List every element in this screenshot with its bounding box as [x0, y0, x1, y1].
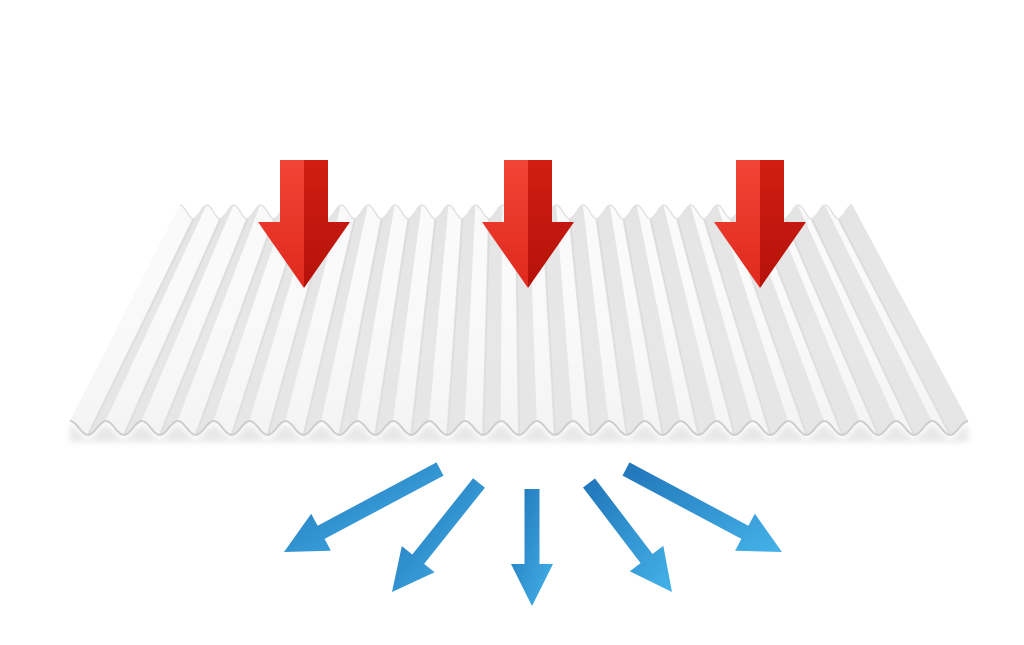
- sheet-front-edge: [69, 419, 969, 437]
- outgoing-arrow-icon: [284, 462, 444, 552]
- incoming-arrow-icon: [714, 160, 806, 288]
- incoming-arrow-icon: [482, 160, 574, 288]
- incoming-arrow-icon: [258, 160, 350, 288]
- outgoing-arrow-icon: [622, 462, 782, 552]
- outgoing-arrows: [284, 462, 782, 606]
- outgoing-arrow-icon: [392, 478, 485, 592]
- outgoing-arrow-icon: [583, 478, 672, 592]
- outgoing-arrow-icon: [511, 489, 553, 606]
- sheet-shadow: [70, 425, 968, 442]
- corrugated-sheet: [69, 203, 969, 442]
- incoming-arrows: [258, 160, 806, 288]
